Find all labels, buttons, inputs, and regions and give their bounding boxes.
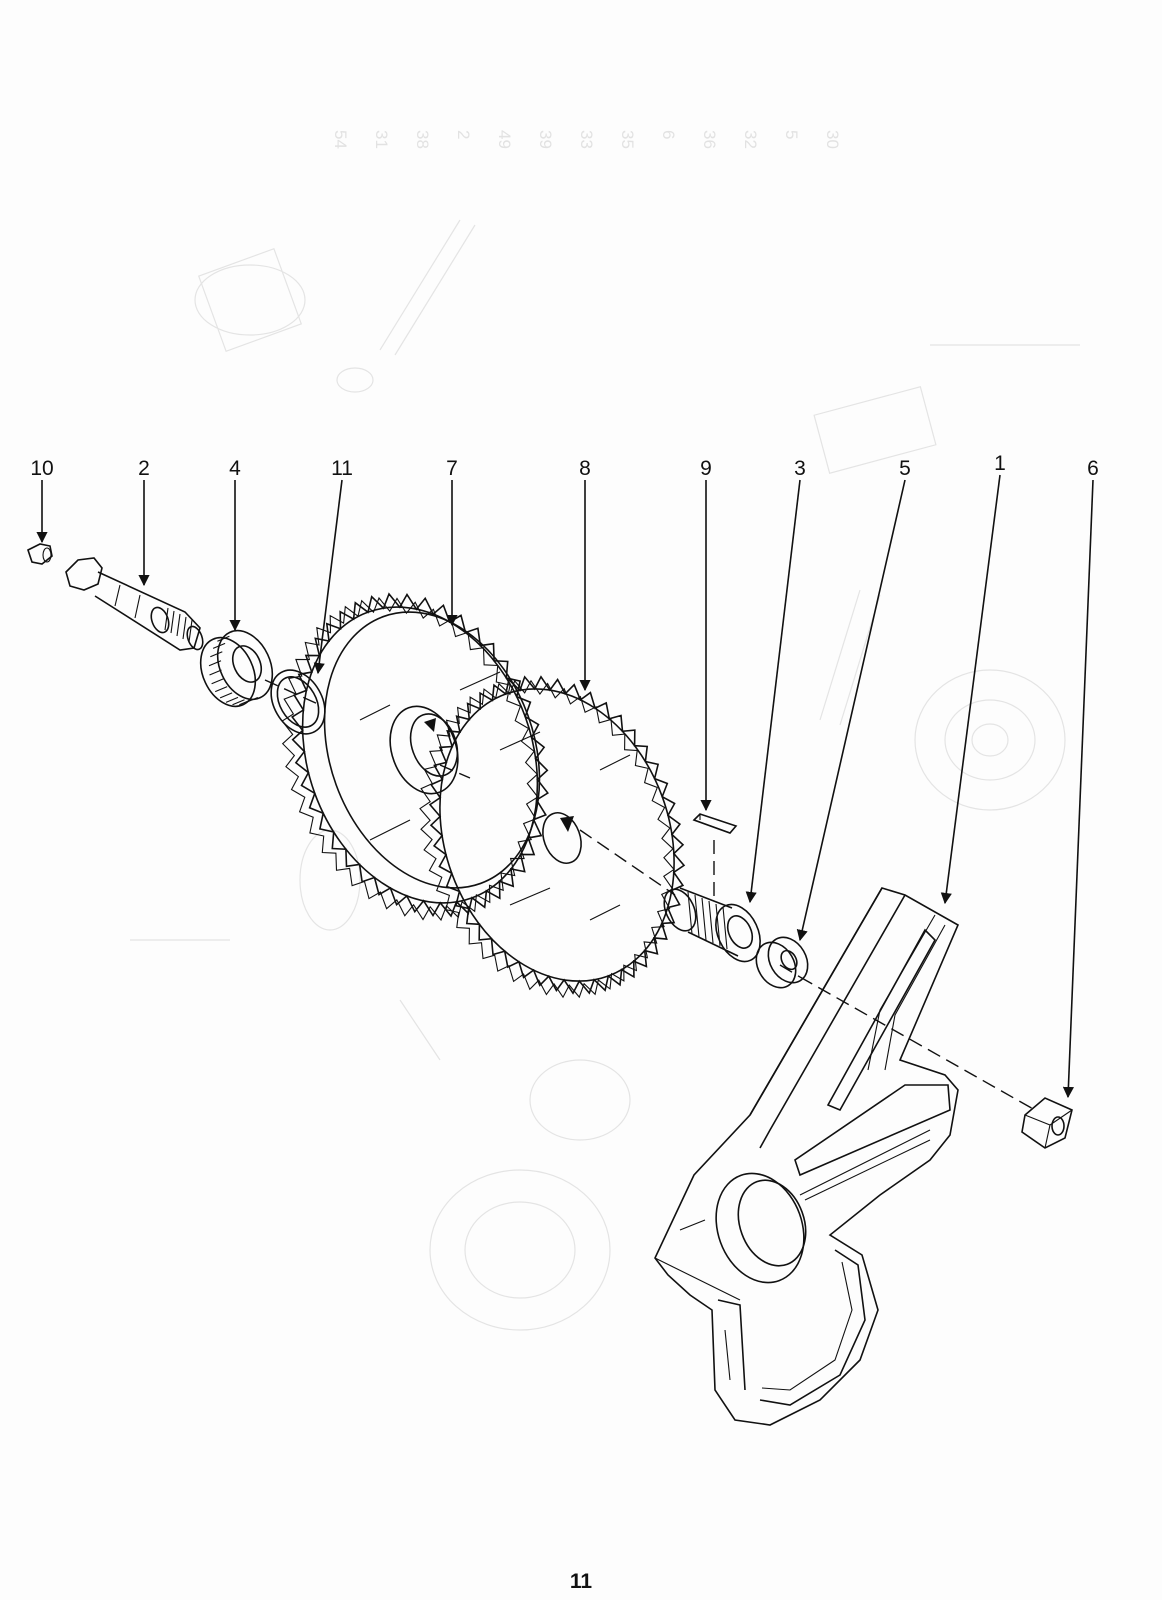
part-2-stud-shaft: [65, 557, 204, 651]
callout-7: 7: [446, 457, 458, 480]
thread-line: [722, 906, 728, 950]
knurl-line: [212, 642, 226, 649]
ghost-number: 38: [413, 130, 432, 149]
knurl-line: [239, 699, 252, 706]
part-10-nut: [27, 543, 53, 565]
part-4-knurled-nut: [199, 629, 274, 708]
callout-5: 5: [899, 457, 911, 480]
ghost-number: 30: [823, 130, 842, 149]
callout-2: 2: [138, 457, 150, 480]
callout-10: 10: [30, 457, 53, 480]
knurl-line: [214, 686, 228, 693]
ghost-number: 33: [577, 130, 596, 149]
ghost-number: 6: [659, 130, 678, 139]
part-6-square-nut: [1021, 1097, 1073, 1149]
knurl-line: [219, 692, 233, 699]
page-number: 11: [570, 1570, 593, 1593]
ghost-number: 5: [782, 130, 801, 139]
callout-3: 3: [794, 457, 806, 480]
thread-line: [164, 607, 169, 631]
thread-line: [176, 613, 181, 637]
part-8-gear: [419, 675, 686, 999]
ghost-number: 36: [700, 130, 719, 149]
gear-teeth-back: [281, 596, 539, 922]
thread-line: [687, 891, 693, 935]
gear-teeth: [428, 675, 686, 995]
part-1-quadrant-bracket: [654, 887, 960, 1426]
ghost-number: 35: [618, 130, 637, 149]
ghost-number: 54: [331, 130, 350, 149]
callout-leaders: [36, 474, 1094, 1099]
part-7-large-gear: [281, 592, 549, 922]
thread-line: [188, 619, 193, 643]
callout-1: 1: [994, 452, 1006, 475]
knurl-line: [232, 699, 245, 706]
gear-teeth-back: [419, 679, 675, 999]
part-9-key: [692, 813, 738, 834]
callout-8: 8: [579, 457, 591, 480]
thread-line: [701, 897, 707, 941]
callout-labels: 10 2 4 11 7 8 9 3 5 1 6: [30, 452, 1099, 480]
knurl-line: [225, 696, 239, 703]
knurl-line: [210, 651, 223, 658]
ghost-number: 31: [372, 130, 391, 149]
callout-11: 11: [331, 457, 353, 480]
knurl-line: [211, 678, 224, 685]
callout-6: 6: [1087, 457, 1099, 480]
callout-4: 4: [229, 457, 241, 480]
thread-line: [182, 616, 187, 640]
thread-line: [170, 610, 175, 634]
ghost-number: 39: [536, 130, 555, 149]
thread-line: [694, 894, 700, 938]
assembly-centerline: [264, 679, 1036, 1111]
part-11-washer: [270, 669, 326, 735]
part-5-collar: [755, 936, 809, 989]
knurl-line: [217, 635, 230, 642]
thread-line: [708, 900, 714, 944]
knurl-line: [209, 669, 222, 676]
part-3-bushing: [663, 887, 761, 963]
ghost-number: 2: [454, 130, 473, 139]
gear-teeth: [291, 592, 549, 918]
ghost-number: 32: [741, 130, 760, 149]
callout-9: 9: [700, 457, 712, 480]
knurl-line: [208, 660, 222, 667]
ghost-number: 49: [495, 130, 514, 149]
